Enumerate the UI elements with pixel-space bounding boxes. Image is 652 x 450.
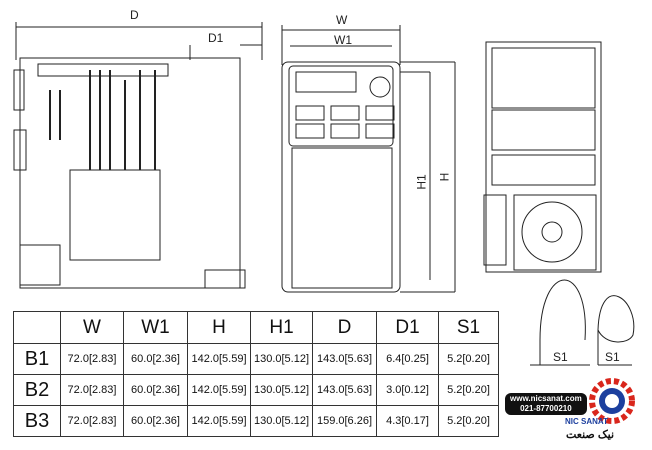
dim-S1-right-label: S1 <box>605 350 620 364</box>
logo-contact: www.nicsanat.com 021-87700210 <box>505 393 587 415</box>
header-cell: D <box>312 311 377 344</box>
header-cell: S1 <box>438 311 499 344</box>
table-cell: 130.0[5.12] <box>250 405 313 437</box>
table-cell: 130.0[5.12] <box>250 374 313 406</box>
table-row: B2 72.0[2.83] 60.0[2.36] 142.0[5.59] 130… <box>13 374 499 406</box>
header-cell: H <box>187 311 251 344</box>
table-cell: 142.0[5.59] <box>187 374 251 406</box>
table-cell: 142.0[5.59] <box>187 343 251 375</box>
table-cell: 5.2[0.20] <box>438 374 499 406</box>
internal-view <box>483 41 635 366</box>
table-cell: 6.4[0.25] <box>376 343 439 375</box>
table-cell: 4.3[0.17] <box>376 405 439 437</box>
header-cell: H1 <box>250 311 313 344</box>
table-cell: 159.0[6.26] <box>312 405 377 437</box>
table-row: B1 72.0[2.83] 60.0[2.36] 142.0[5.59] 130… <box>13 343 499 375</box>
table-cell: 130.0[5.12] <box>250 343 313 375</box>
header-cell: W <box>60 311 124 344</box>
dim-H-label: H <box>437 172 452 182</box>
table-cell: 142.0[5.59] <box>187 405 251 437</box>
dimension-table: W W1 H H1 D D1 S1 B1 72.0[2.83] 60.0[2.3… <box>13 311 499 437</box>
frame-cell: B1 <box>13 343 61 375</box>
table-cell: 143.0[5.63] <box>312 343 377 375</box>
table-cell: 5.2[0.20] <box>438 343 499 375</box>
dim-D-label: D <box>130 8 139 22</box>
dim-W1-label: W1 <box>334 33 352 47</box>
header-cell: D1 <box>376 311 439 344</box>
logo-gear-icon <box>589 378 635 424</box>
side-view <box>13 22 263 289</box>
table-cell: 60.0[2.36] <box>123 343 188 375</box>
frame-cell: B2 <box>13 374 61 406</box>
logo-phone: 021-87700210 <box>520 404 572 413</box>
table-cell: 5.2[0.20] <box>438 405 499 437</box>
dim-H1-label: H1 <box>414 174 429 190</box>
frame-cell: B3 <box>13 405 61 437</box>
table-row: B3 72.0[2.83] 60.0[2.36] 142.0[5.59] 130… <box>13 405 499 437</box>
table-cell: 143.0[5.63] <box>312 374 377 406</box>
table-header-row: W W1 H H1 D D1 S1 <box>13 311 499 344</box>
table-cell: 60.0[2.36] <box>123 405 188 437</box>
dim-S1-left-label: S1 <box>553 350 568 364</box>
dim-W-label: W <box>336 13 348 27</box>
logo-name-fa: نیک صنعت <box>566 429 615 441</box>
table-cell: 72.0[2.83] <box>60 343 124 375</box>
header-cell: W1 <box>123 311 188 344</box>
header-cell <box>13 311 61 344</box>
table-cell: 3.0[0.12] <box>376 374 439 406</box>
table-cell: 72.0[2.83] <box>60 374 124 406</box>
logo-url: www.nicsanat.com <box>510 394 582 403</box>
dim-D1-label: D1 <box>208 31 224 45</box>
table-cell: 60.0[2.36] <box>123 374 188 406</box>
front-view <box>281 25 456 293</box>
table-cell: 72.0[2.83] <box>60 405 124 437</box>
logo-name: NIC SANAT <box>565 417 608 426</box>
